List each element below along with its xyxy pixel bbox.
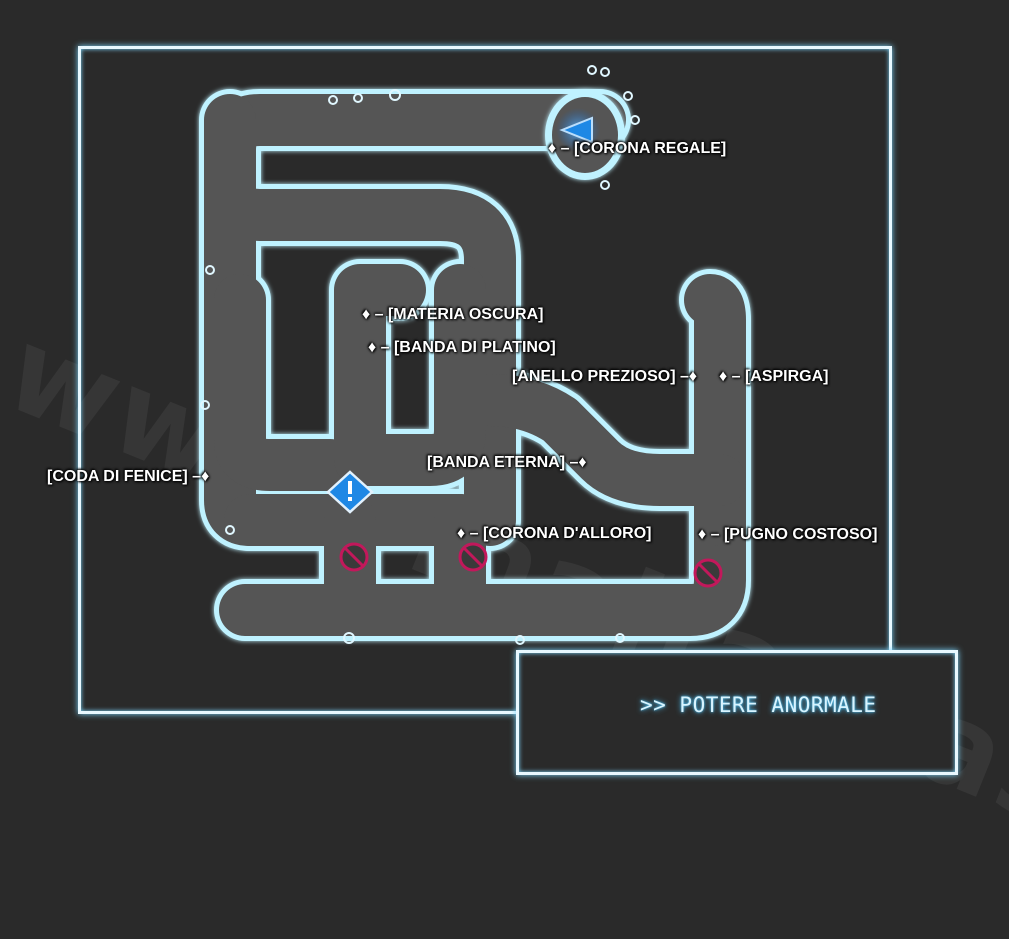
event-marker[interactable]: [326, 470, 374, 514]
label-banda-eterna[interactable]: [BANDA ETERNA] –♦: [427, 454, 587, 471]
label-pugno-costoso[interactable]: ♦ – [PUGNO COSTOSO]: [698, 526, 878, 543]
subtitle-box: [516, 650, 958, 775]
no-entry-icon: [458, 542, 488, 572]
map-stage: www.finalfantasy.it: [0, 46, 1009, 939]
label-aspirga[interactable]: ♦ – [ASPIRGA]: [719, 368, 829, 385]
map-frame: [78, 46, 892, 714]
label-materia-oscura[interactable]: ♦ – [MATERIA OSCURA]: [362, 306, 544, 323]
blocked-markers: [339, 542, 723, 588]
no-entry-icon: [693, 558, 723, 588]
label-banda-platino[interactable]: ♦ – [BANDA DI PLATINO]: [368, 339, 556, 356]
dungeon-map: [199, 65, 751, 666]
corridor-walls: [199, 89, 751, 641]
label-corona-alloro[interactable]: ♦ – [CORONA D'ALLORO]: [457, 525, 652, 542]
label-corona-regale[interactable]: ♦ – [CORONA REGALE]: [548, 140, 727, 157]
map-subtitle: >> POTERE ANORMALE: [640, 693, 877, 717]
entrance-marker[interactable]: [556, 108, 600, 152]
label-anello-prezioso[interactable]: [ANELLO PREZIOSO] –♦: [512, 368, 698, 385]
no-entry-icon: [339, 542, 369, 572]
label-coda-fenice[interactable]: [CODA DI FENICE] –♦: [47, 468, 210, 485]
rubble: [200, 65, 661, 666]
triangle-arrow-icon: [559, 116, 593, 144]
